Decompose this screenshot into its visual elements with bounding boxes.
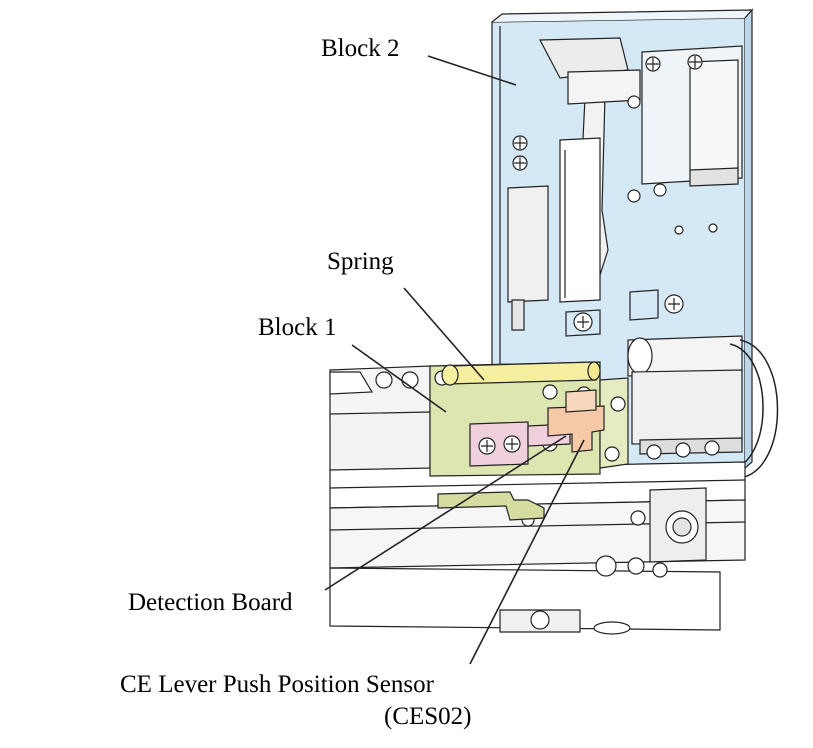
- leader-spring: [403, 287, 485, 381]
- label-spring: Spring: [327, 248, 394, 275]
- leader-block1: [351, 344, 447, 413]
- leader-ce-sensor: [469, 439, 585, 665]
- detection-board-cable: [437, 491, 545, 521]
- label-detection-board: Detection Board: [128, 589, 293, 616]
- spring: [441, 361, 601, 386]
- leader-detection-board: [324, 435, 567, 591]
- block2-assembly: [491, 8, 754, 469]
- label-block2: Block 2: [321, 35, 400, 62]
- label-block1: Block 1: [258, 314, 337, 341]
- leader-lines: [324, 55, 585, 665]
- leader-block2: [427, 55, 517, 86]
- label-ce-sensor: CE Lever Push Position Sensor: [120, 671, 434, 698]
- ce-lever-push-position-sensor: [547, 389, 605, 453]
- label-ce-sensor-code: (CES02): [384, 703, 472, 730]
- right-bracket: [627, 335, 779, 479]
